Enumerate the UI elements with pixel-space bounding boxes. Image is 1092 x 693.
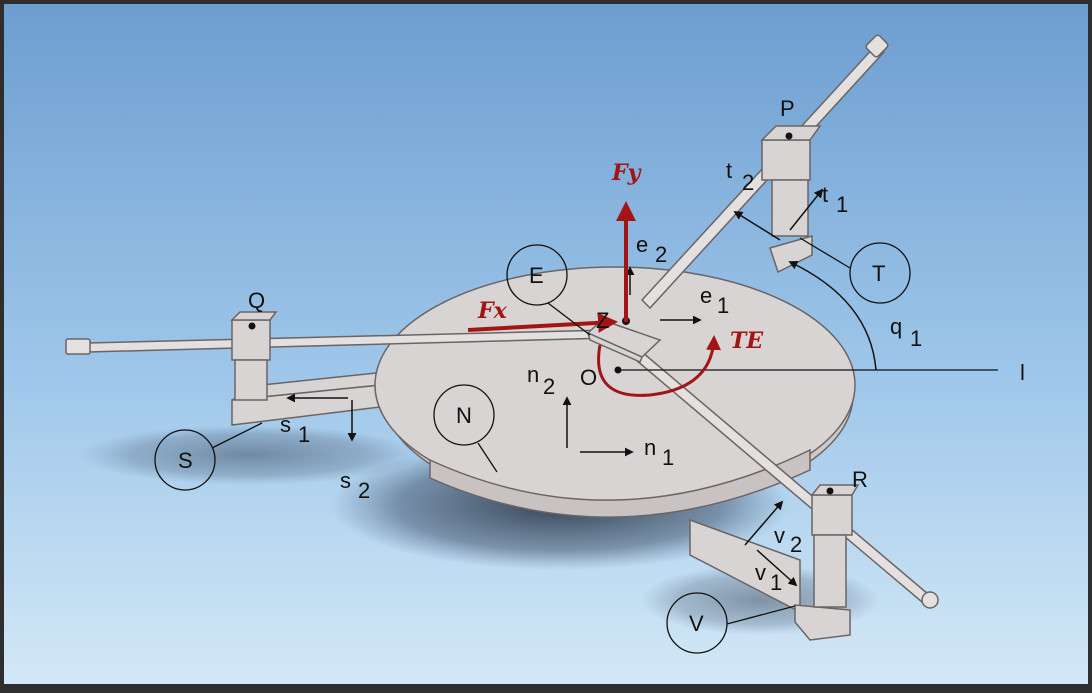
label-n2: n bbox=[527, 362, 539, 387]
label-e1: e bbox=[700, 283, 712, 308]
callout-t: T bbox=[872, 261, 885, 286]
torque-te-arrow bbox=[597, 335, 722, 397]
label-s1-sub: 1 bbox=[298, 422, 310, 447]
unit-vectors bbox=[286, 188, 824, 587]
label-e2-sub: 2 bbox=[655, 242, 667, 267]
label-torque-te: TE bbox=[730, 328, 764, 354]
label-z: Z bbox=[596, 308, 609, 333]
label-r: R bbox=[852, 467, 868, 492]
label-q1-sub: 1 bbox=[910, 326, 922, 351]
bracket-v bbox=[689, 518, 851, 641]
angle-q1-arc bbox=[788, 261, 877, 371]
callout-e: E bbox=[529, 263, 544, 288]
label-q: Q bbox=[248, 288, 265, 313]
slider-blocks bbox=[230, 125, 860, 608]
label-v1: v bbox=[755, 560, 766, 585]
label-t2-sub: 2 bbox=[742, 170, 754, 195]
label-n2-sub: 2 bbox=[543, 374, 555, 399]
label-v2: v bbox=[774, 523, 785, 548]
label-t1: t bbox=[822, 182, 828, 207]
label-t2: t bbox=[726, 158, 732, 183]
label-p: P bbox=[780, 96, 795, 121]
label-l: l bbox=[1020, 360, 1025, 385]
label-o: O bbox=[580, 365, 597, 390]
callout-n: N bbox=[456, 403, 472, 428]
label-q1: q bbox=[890, 314, 902, 339]
label-n1-sub: 1 bbox=[662, 445, 674, 470]
force-annotations bbox=[467, 201, 722, 397]
label-s1: s bbox=[280, 412, 291, 437]
label-n1: n bbox=[644, 435, 656, 460]
force-fx-arrow bbox=[467, 312, 618, 333]
label-v2-sub: 2 bbox=[790, 532, 802, 557]
label-e2: e bbox=[636, 232, 648, 257]
label-force-fx: Fx bbox=[477, 298, 508, 324]
label-t1-sub: 1 bbox=[836, 192, 848, 217]
callout-s: S bbox=[178, 448, 193, 473]
callout-v: V bbox=[689, 611, 704, 636]
callouts bbox=[154, 237, 911, 654]
label-v1-sub: 1 bbox=[770, 570, 782, 595]
label-e1-sub: 1 bbox=[717, 293, 729, 318]
label-s2: s bbox=[340, 468, 351, 493]
arm-shadow-s bbox=[80, 425, 420, 485]
label-s2-sub: 2 bbox=[358, 478, 370, 503]
label-force-fy: Fy bbox=[611, 160, 643, 186]
bracket-t bbox=[769, 235, 813, 274]
